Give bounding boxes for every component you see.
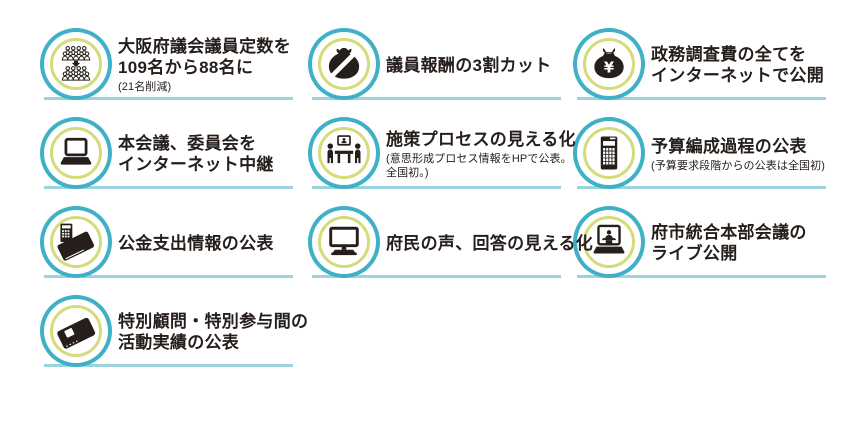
feature-icon-badge — [308, 206, 380, 278]
feature-item: 本会議、委員会を インターネット中継 — [40, 117, 308, 197]
feature-underline — [312, 275, 561, 278]
feature-title: 大阪府議会議員定数を 109名から88名に — [118, 37, 291, 77]
crowd-reduction-icon — [61, 45, 91, 81]
laptop-icon — [60, 137, 92, 165]
live-broadcast-laptop-icon — [593, 224, 625, 254]
feature-icon-badge — [40, 295, 112, 367]
feature-underline — [44, 275, 293, 278]
feature-title: 本会議、委員会を インターネット中継 — [118, 134, 274, 174]
feature-icon-badge — [573, 117, 645, 189]
feature-underline — [44, 186, 293, 189]
feature-item: 府市統合本部会議の ライブ公開 — [573, 206, 841, 286]
calculator-icon — [600, 136, 618, 170]
feature-underline — [577, 186, 826, 189]
feature-underline — [312, 186, 561, 189]
ledger-calculator-icon — [57, 223, 95, 261]
slashed-money-bag-icon — [327, 47, 361, 81]
feature-title: 特別顧問・特別参与間の 活動実績の公表 — [118, 312, 309, 352]
feature-item: 施策プロセスの見える化 (意思形成プロセス情報をHPで公表。 全国初。) — [308, 117, 576, 197]
feature-note: (予算要求段階からの公表は全国初) — [651, 159, 826, 172]
feature-icon-badge — [573, 206, 645, 278]
svg-text:¥: ¥ — [604, 59, 615, 76]
feature-note: (意思形成プロセス情報をHPで公表。 全国初。) — [386, 152, 572, 179]
feature-underline — [577, 275, 826, 278]
feature-title: 施策プロセスの見える化 — [386, 129, 576, 149]
feature-note: (21名削減) — [118, 81, 172, 93]
report-binder-icon — [57, 317, 96, 349]
feature-item: 府民の声、回答の見える化 — [308, 206, 593, 286]
feature-icon-badge — [40, 28, 112, 100]
feature-title: 公金支出情報の公表 — [118, 233, 274, 253]
feature-title: 府民の声、回答の見える化 — [386, 233, 594, 253]
desktop-monitor-icon — [329, 226, 359, 256]
feature-item: 議員報酬の3割カット — [308, 28, 576, 108]
meeting-table-icon — [327, 135, 361, 164]
feature-underline — [577, 97, 826, 100]
feature-icon-badge — [40, 117, 112, 189]
feature-icon-badge — [40, 206, 112, 278]
feature-title: 議員報酬の3割カット — [386, 55, 552, 75]
feature-item: 公金支出情報の公表 — [40, 206, 308, 286]
feature-underline — [44, 364, 293, 367]
feature-icon-badge: ¥ — [573, 28, 645, 100]
feature-icon-badge — [308, 28, 380, 100]
feature-title: 政務調査費の全てを インターネットで公開 — [651, 45, 824, 85]
feature-underline — [44, 97, 293, 100]
feature-title: 予算編成過程の公表 — [651, 136, 807, 156]
feature-item: 特別顧問・特別参与間の 活動実績の公表 — [40, 295, 308, 375]
yen-money-bag-icon: ¥ — [594, 47, 624, 79]
feature-item: 大阪府議会議員定数を 109名から88名に (21名削減) — [40, 28, 308, 108]
feature-item: 予算編成過程の公表 (予算要求段階からの公表は全国初) — [573, 117, 841, 197]
feature-underline — [312, 97, 561, 100]
feature-item: ¥ 政務調査費の全てを インターネットで公開 — [573, 28, 841, 108]
feature-icon-badge — [308, 117, 380, 189]
feature-title: 府市統合本部会議の ライブ公開 — [651, 223, 807, 263]
